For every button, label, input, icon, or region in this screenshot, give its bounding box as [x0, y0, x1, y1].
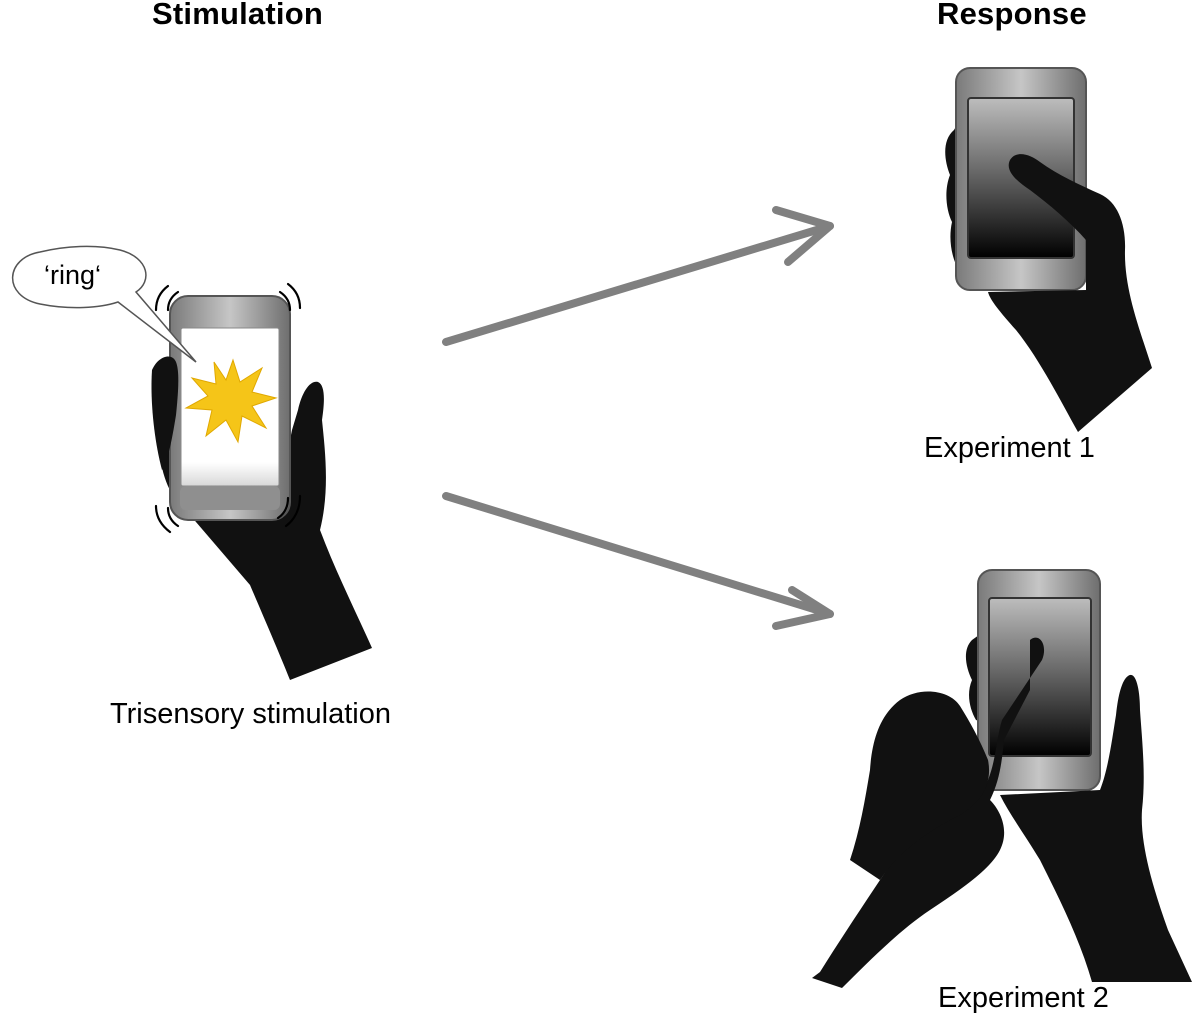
speech-bubble-text: ‘ring‘: [44, 260, 102, 290]
flash-burst-icon: [184, 358, 278, 444]
stimulation-thumb-icon: [151, 356, 179, 470]
experiment-2-pointing-hand-icon: [812, 637, 1045, 988]
stimulation-heading: Stimulation: [152, 0, 323, 31]
arrow-to-experiment-2: [442, 492, 834, 630]
stimulation-phone-icon: [169, 295, 291, 521]
experiment-2-palm-icon: [850, 691, 990, 880]
experiment-2-group: [812, 569, 1192, 988]
experiment-2-phone-icon: [977, 569, 1101, 791]
experiment-2-caption: Experiment 2: [938, 982, 1109, 1014]
stimulation-caption: Trisensory stimulation: [110, 698, 391, 730]
response-heading: Response: [937, 0, 1087, 31]
arrow-to-experiment-1: [442, 206, 834, 346]
experiment-1-caption: Experiment 1: [924, 432, 1095, 464]
experiment-2-holding-hand-icon: [1000, 674, 1192, 982]
stimulation-group: [12, 245, 372, 680]
vibration-marks-icon: [154, 282, 302, 534]
speech-bubble: [12, 245, 197, 363]
experiment-1-hand-icon: [988, 154, 1152, 432]
experiment-1-group: [945, 67, 1152, 432]
